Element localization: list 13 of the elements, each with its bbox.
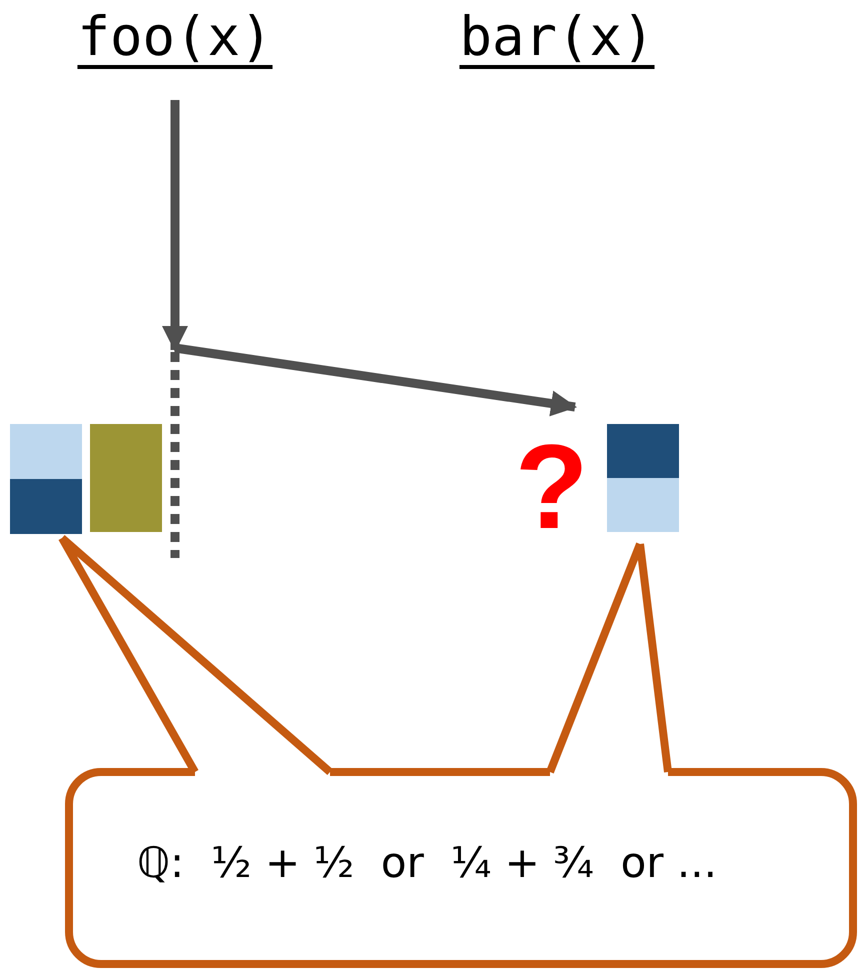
question-mark: ? xyxy=(515,419,588,556)
speech-bubble xyxy=(65,768,857,968)
callout-tail xyxy=(546,540,672,776)
dotted-line xyxy=(169,352,181,558)
callout-text: ℚ: ½ + ½ or ¼ + ¾ or ... xyxy=(137,838,717,887)
block xyxy=(90,424,162,532)
callout-tail xyxy=(58,534,334,776)
arrow xyxy=(174,344,577,416)
split-block xyxy=(607,424,679,532)
function-label: bar(x) xyxy=(459,5,655,68)
split-block xyxy=(10,424,82,534)
function-label: foo(x) xyxy=(77,5,273,68)
arrow xyxy=(162,100,188,352)
